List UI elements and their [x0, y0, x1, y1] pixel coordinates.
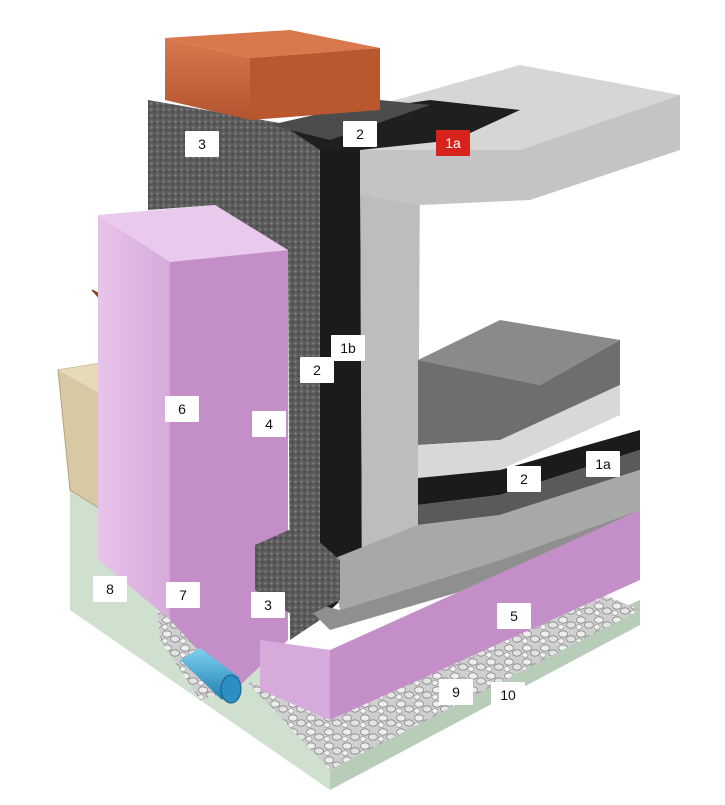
label-3-bottom: 3 — [251, 592, 285, 618]
membrane-vertical-1b — [320, 130, 362, 620]
wall-protection-layer — [148, 100, 320, 640]
brick-top — [165, 30, 380, 58]
concrete-wall — [360, 140, 420, 580]
protection-board-top — [270, 100, 430, 140]
brick-front — [165, 38, 250, 120]
label-10: 10 — [491, 682, 525, 708]
label-5: 5 — [497, 603, 531, 629]
label-9: 9 — [439, 679, 473, 705]
label-6: 6 — [165, 396, 199, 422]
top-slab-front — [360, 95, 680, 205]
drain-pipe-end — [220, 674, 242, 704]
xps-wall-insulation-top — [98, 205, 288, 262]
label-8: 8 — [93, 576, 127, 602]
label-2-wall: 2 — [300, 357, 334, 383]
label-1b: 1b — [331, 335, 365, 361]
floor-separation-layer — [418, 385, 620, 478]
label-4: 4 — [252, 411, 286, 437]
floor-screed-top — [418, 320, 620, 385]
floor-screed-front — [418, 340, 620, 445]
xps-slab-insulation-side — [330, 510, 640, 720]
label-1a-floor: 1a — [586, 451, 620, 477]
label-1a-top: 1a — [436, 130, 470, 156]
label-2-top: 2 — [343, 121, 377, 147]
base-slab — [330, 470, 640, 610]
base-slab-front — [300, 510, 640, 630]
xps-slab-insulation-front — [260, 640, 330, 720]
brick-side — [250, 48, 380, 120]
xps-wall-insulation-side — [170, 250, 288, 690]
label-3-top: 3 — [185, 131, 219, 157]
xps-wall-insulation-front — [98, 215, 170, 620]
label-7: 7 — [166, 582, 200, 608]
label-2-floor: 2 — [507, 466, 541, 492]
